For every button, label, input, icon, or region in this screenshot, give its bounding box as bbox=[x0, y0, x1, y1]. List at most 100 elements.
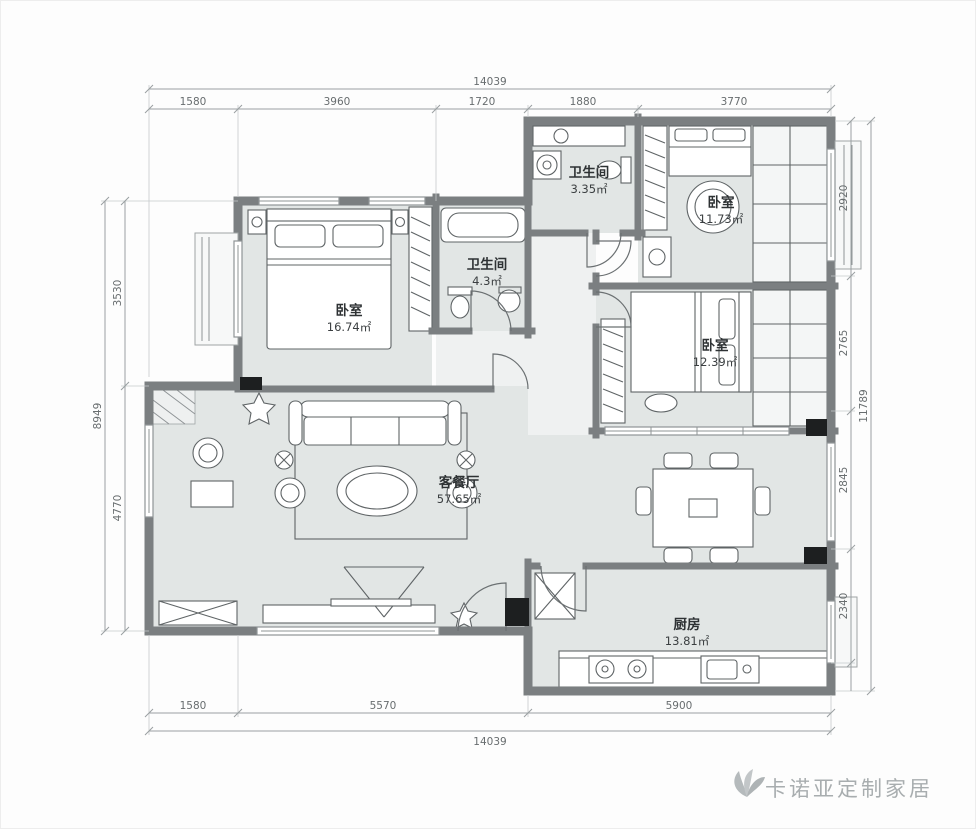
room-area: 16.74㎡ bbox=[327, 320, 372, 334]
outer-walls bbox=[144, 116, 836, 696]
tv bbox=[330, 598, 412, 607]
room-label-bedroom-third: 卧室 12.39㎡ bbox=[693, 337, 738, 369]
side-table bbox=[190, 480, 234, 508]
room-label-kitchen: 厨房 13.81㎡ bbox=[665, 616, 710, 648]
wardrobe bbox=[408, 206, 433, 332]
room-name: 客餐厅 bbox=[438, 474, 480, 491]
pillow bbox=[274, 224, 326, 248]
room-area: 13.81㎡ bbox=[665, 634, 710, 648]
room-name: 厨房 bbox=[674, 616, 701, 633]
bedroom-second-furniture bbox=[642, 125, 828, 283]
room-label-bathroom-main: 卫生间 4.3㎡ bbox=[467, 256, 508, 288]
plant bbox=[449, 601, 479, 630]
dining-chair bbox=[663, 452, 693, 469]
dresser bbox=[642, 236, 672, 278]
bedroom-main-furniture bbox=[247, 206, 433, 350]
flue bbox=[152, 389, 196, 425]
room-area: 11.73㎡ bbox=[699, 212, 744, 226]
dim-bottom-segment-0: 1580 bbox=[180, 700, 207, 712]
coffee-table bbox=[336, 465, 418, 517]
dimension-ticks bbox=[100, 84, 876, 736]
dim-left-segment-0: 3530 bbox=[112, 280, 124, 307]
room-label-living-dining: 客餐厅 57.65㎡ bbox=[437, 474, 482, 506]
sofa bbox=[299, 400, 451, 418]
columns bbox=[240, 377, 827, 626]
toilet bbox=[620, 156, 632, 184]
wardrobe bbox=[642, 125, 668, 231]
column bbox=[240, 377, 262, 390]
nightstand bbox=[391, 209, 409, 235]
toilet bbox=[447, 286, 473, 296]
tv-cabinet bbox=[262, 604, 436, 624]
floor-living-dining bbox=[149, 386, 831, 631]
armchair bbox=[274, 477, 306, 509]
vanity bbox=[532, 125, 626, 147]
room-name: 卫生间 bbox=[569, 164, 610, 181]
bathroom-second-fixtures bbox=[532, 125, 632, 184]
pillow bbox=[718, 344, 736, 386]
wardrobe bbox=[600, 318, 626, 424]
armchair bbox=[446, 477, 478, 509]
dim-left-segment-1: 4770 bbox=[112, 495, 124, 522]
tv-projection-lines bbox=[343, 566, 425, 618]
dimension-lines: 14039 1580 3960 1720 1880 3770 1580 5570… bbox=[92, 76, 876, 748]
room-name: 卫生间 bbox=[467, 256, 508, 273]
pillow bbox=[712, 128, 746, 142]
door-bathroom-second bbox=[586, 232, 622, 268]
lounge-chair bbox=[192, 437, 224, 469]
room-area: 4.3㎡ bbox=[472, 274, 502, 288]
bay-window bbox=[834, 140, 862, 270]
room-label-bedroom-second: 卧室 11.73㎡ bbox=[699, 194, 744, 226]
sink bbox=[553, 128, 569, 144]
room-label-bathroom-second: 卫生间 3.35㎡ bbox=[569, 164, 610, 196]
room-labels: 卧室 16.74㎡ 卫生间 4.3㎡ 卫生间 3.35㎡ 卧室 11.73㎡ 卧… bbox=[327, 164, 744, 648]
plant bbox=[241, 391, 277, 425]
dim-left-total: 8949 bbox=[92, 403, 104, 430]
column bbox=[804, 547, 827, 564]
nightstand bbox=[247, 209, 267, 235]
dim-top-segment-2: 1720 bbox=[469, 96, 496, 108]
dining-chair bbox=[754, 486, 771, 516]
pillow bbox=[718, 298, 736, 340]
windows bbox=[144, 140, 862, 668]
floor-corridor bbox=[528, 233, 596, 435]
column bbox=[505, 598, 529, 626]
floor-hallway bbox=[436, 331, 528, 389]
dining-chair bbox=[635, 486, 652, 516]
watermark: 卡诺亚定制家居 bbox=[734, 769, 933, 801]
room-area: 57.65㎡ bbox=[437, 492, 482, 506]
door-kitchen bbox=[540, 565, 587, 612]
dim-right-segment-2: 2845 bbox=[838, 467, 850, 494]
ottoman bbox=[644, 393, 678, 413]
dim-top-segment-3: 1880 bbox=[570, 96, 597, 108]
watermark-logo-icon bbox=[734, 769, 765, 797]
dim-right-segment-0: 2920 bbox=[838, 185, 850, 212]
column bbox=[806, 419, 827, 436]
dim-right-segment-1: 2765 bbox=[838, 330, 850, 357]
door-bathroom-main bbox=[470, 290, 512, 332]
dining-chair bbox=[663, 547, 693, 564]
dim-top-segment-0: 1580 bbox=[180, 96, 207, 108]
pillow bbox=[332, 224, 384, 248]
room-area: 3.35㎡ bbox=[570, 182, 608, 196]
dim-bottom-segment-1: 5570 bbox=[370, 700, 397, 712]
dim-right-segment-3: 2340 bbox=[838, 593, 850, 620]
room-area: 12.39㎡ bbox=[693, 355, 738, 369]
pillow bbox=[674, 128, 708, 142]
living-dining-furniture bbox=[152, 389, 771, 630]
bay-window bbox=[194, 232, 239, 346]
washing-machine bbox=[532, 150, 562, 180]
door-bedroom-main bbox=[492, 353, 529, 390]
dim-top-total: 14039 bbox=[473, 76, 506, 88]
room-name: 卧室 bbox=[708, 194, 736, 211]
dining-chair bbox=[709, 452, 739, 469]
watermark-text: 卡诺亚定制家居 bbox=[765, 777, 933, 801]
dim-right-total: 11789 bbox=[858, 389, 870, 422]
dim-top-segment-1: 3960 bbox=[324, 96, 351, 108]
dining-chair bbox=[709, 547, 739, 564]
dim-bottom-segment-2: 5900 bbox=[666, 700, 693, 712]
dim-bottom-total: 14039 bbox=[473, 736, 506, 748]
dining-table bbox=[652, 468, 754, 548]
